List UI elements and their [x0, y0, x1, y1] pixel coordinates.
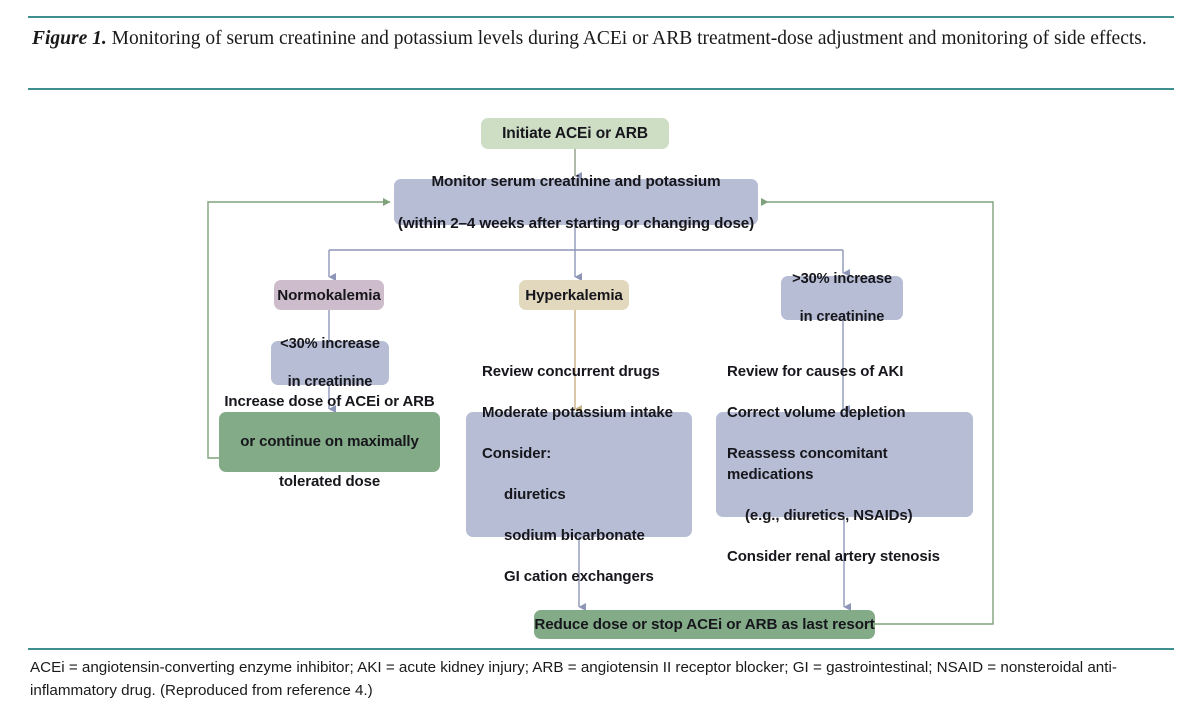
node-normokalemia-label: Normokalemia	[277, 286, 381, 304]
node-review-potassium-text: Review concurrent drugs Moderate potassi…	[482, 362, 692, 588]
node-increase-dose-line1: Increase dose of ACEi or ARB	[224, 393, 435, 410]
node-monitor-text: Monitor serum creatinine and potassium (…	[394, 171, 758, 234]
figure-caption-text: Monitoring of serum creatinine and potas…	[106, 28, 1147, 49]
node-normokalemia[interactable]: Normokalemia	[274, 280, 384, 310]
node-cr-under30-text: <30% increase in creatinine	[271, 335, 389, 392]
divider-middle	[28, 88, 1174, 90]
node-increase-dose[interactable]: Increase dose of ACEi or ARB or continue…	[219, 393, 440, 490]
node-review-aki-text: Review for causes of AKI Correct volume …	[727, 362, 973, 567]
divider-top	[28, 16, 1174, 18]
node-cr-over30-line1: >30% increase	[792, 270, 892, 287]
node-review-aki-line-0: Review for causes of AKI	[727, 363, 904, 380]
node-creatinine-increase-over-30[interactable]: >30% increase in creatinine	[781, 271, 903, 325]
node-monitor-line1: Monitor serum creatinine and potassium	[431, 172, 721, 190]
node-review-potassium-line-3: diuretics	[504, 485, 566, 503]
node-review-aki-causes[interactable]: Review for causes of AKI Correct volume …	[716, 363, 973, 565]
node-creatinine-increase-under-30[interactable]: <30% increase in creatinine	[271, 336, 389, 390]
node-review-potassium-line-2: Consider:	[482, 444, 552, 462]
node-monitor-line2: (within 2–4 weeks after starting or chan…	[397, 214, 755, 232]
node-review-potassium-management[interactable]: Review concurrent drugs Moderate potassi…	[466, 363, 692, 585]
divider-bottom	[28, 648, 1174, 650]
abbreviations-footnote: ACEi = angiotensin-converting enzyme inh…	[30, 659, 1117, 699]
flow-connectors	[207, 149, 994, 625]
node-review-aki-line-1: Correct volume depletion	[727, 404, 906, 421]
node-cr-under30-line1: <30% increase	[280, 335, 380, 352]
node-review-potassium-line-1: Moderate potassium intake	[482, 403, 673, 421]
figure-caption: Figure 1. Monitoring of serum creatinine…	[32, 24, 1174, 54]
node-reduce-or-stop-dose[interactable]: Reduce dose or stop ACEi or ARB as last …	[534, 610, 875, 639]
node-increase-dose-line3: tolerated dose	[278, 473, 381, 490]
node-increase-dose-text: Increase dose of ACEi or ARB or continue…	[219, 392, 440, 492]
node-increase-dose-line2: or continue on maximally	[240, 433, 419, 450]
node-initiate-label: Initiate ACEi or ARB	[502, 125, 648, 142]
node-initiate-acei-or-arb[interactable]: Initiate ACEi or ARB	[481, 118, 669, 149]
node-review-potassium-line-5: GI cation exchangers	[504, 567, 654, 585]
node-review-aki-line-2: Reassess concomitant medications	[727, 445, 888, 483]
node-reduce-dose-label: Reduce dose or stop ACEi or ARB as last …	[534, 616, 875, 633]
node-cr-under30-line2: in creatinine	[287, 373, 373, 390]
flowchart: Initiate ACEi or ARB Monitor serum creat…	[0, 92, 1200, 646]
node-review-aki-line-4: Consider renal artery stenosis	[727, 547, 940, 565]
node-cr-over30-line2: in creatinine	[799, 308, 885, 325]
node-monitor-serum-creatinine-potassium[interactable]: Monitor serum creatinine and potassium (…	[394, 173, 758, 232]
node-cr-over30-text: >30% increase in creatinine	[781, 270, 903, 327]
node-review-potassium-line-0: Review concurrent drugs	[482, 362, 660, 380]
node-review-potassium-line-4: sodium bicarbonate	[504, 526, 645, 544]
figure-label: Figure 1.	[32, 28, 107, 49]
node-hyperkalemia-label: Hyperkalemia	[525, 286, 623, 304]
node-hyperkalemia[interactable]: Hyperkalemia	[519, 280, 629, 310]
node-review-aki-line-3: (e.g., diuretics, NSAIDs)	[745, 506, 913, 524]
